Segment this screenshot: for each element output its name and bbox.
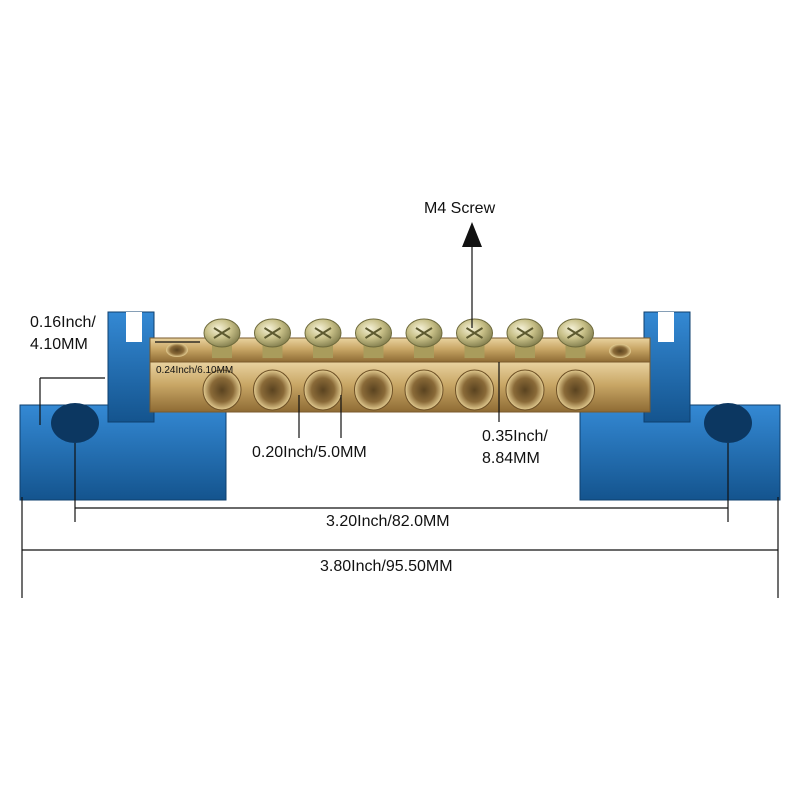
bar-height-label: 0.35Inch/ 8.84MM bbox=[482, 428, 548, 467]
bar-end-hole-right bbox=[609, 344, 631, 358]
mount-distance-label: 3.20Inch/82.0MM bbox=[326, 513, 450, 530]
screw-slot bbox=[566, 327, 585, 339]
screw-slot bbox=[516, 327, 534, 339]
terminal-hole bbox=[505, 369, 545, 411]
terminal-hole bbox=[455, 369, 494, 411]
total-length-label: 3.80Inch/95.50MM bbox=[320, 558, 453, 575]
terminal-hole bbox=[404, 369, 444, 411]
right-mounting-hole bbox=[704, 403, 752, 443]
terminal-hole bbox=[303, 369, 343, 411]
screw-slot bbox=[314, 327, 332, 339]
terminals bbox=[202, 318, 595, 411]
terminal-hole bbox=[556, 369, 595, 411]
hole-diameter-label: 0.16Inch/ 4.10MM bbox=[30, 314, 96, 353]
bar-end-hole-left bbox=[166, 343, 188, 357]
terminal-hole bbox=[253, 369, 292, 411]
screw-arrow-head bbox=[462, 222, 482, 247]
bar-thickness-label: 0.24Inch/6.10MM bbox=[156, 365, 234, 376]
hole-spacing-label: 0.20Inch/5.0MM bbox=[252, 444, 367, 461]
terminal-hole bbox=[202, 369, 242, 411]
screw-slot bbox=[213, 327, 231, 339]
dimension-lines bbox=[21, 245, 779, 598]
terminal-hole bbox=[354, 369, 393, 411]
left-mounting-hole bbox=[51, 403, 99, 443]
screw-slot bbox=[364, 327, 383, 339]
left-mounting-block bbox=[19, 311, 227, 501]
screw-slot bbox=[465, 327, 484, 339]
screw-slot bbox=[415, 327, 433, 339]
screw-slot bbox=[263, 327, 282, 339]
screw-type-label: M4 Screw bbox=[424, 200, 496, 217]
right-mounting-block bbox=[579, 311, 781, 501]
